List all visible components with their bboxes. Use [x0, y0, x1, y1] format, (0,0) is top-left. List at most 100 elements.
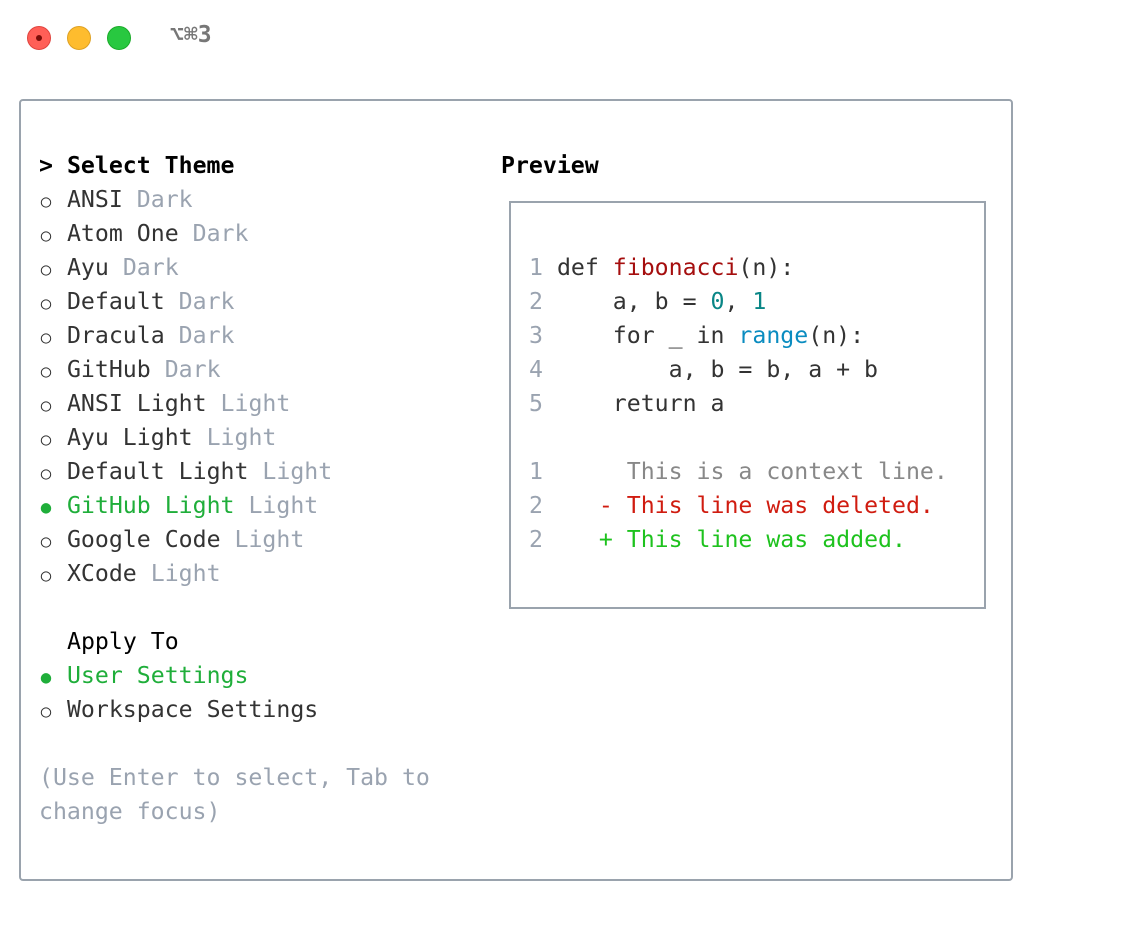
theme-option[interactable]: ○ Atom One Dark — [39, 217, 249, 251]
line-number: 3 — [529, 322, 543, 349]
diff-line: 2 - This line was deleted. — [529, 489, 934, 523]
theme-option[interactable]: ○ Ayu Dark — [39, 251, 179, 285]
line-number: 2 — [529, 288, 543, 315]
code-line: 1 def fibonacci(n): — [529, 251, 794, 285]
diff-text: This line was added. — [626, 526, 906, 553]
theme-option[interactable]: ○ Ayu Light Light — [39, 421, 277, 455]
minimize-button[interactable] — [67, 26, 91, 50]
radio-unselected-icon: ○ — [40, 532, 52, 552]
radio-unselected-icon: ○ — [40, 464, 52, 484]
apply-to-label: Workspace Settings — [66, 696, 319, 723]
code-line: 5 return a — [529, 387, 724, 421]
hint-line-1: (Use Enter to select, Tab to — [39, 764, 430, 791]
theme-heading-label: Select Theme — [66, 152, 235, 179]
code-token: return a — [612, 390, 725, 417]
preview-heading: Preview — [501, 152, 599, 179]
radio-unselected-icon: ○ — [40, 260, 52, 280]
code-token: a, b = b, a + b — [668, 356, 879, 383]
theme-variant: Light — [150, 560, 221, 587]
code-token: 1 — [752, 288, 767, 315]
close-button[interactable] — [27, 26, 51, 50]
theme-variant: Dark — [192, 220, 249, 247]
theme-variant: Dark — [178, 288, 235, 315]
theme-name: Atom One — [66, 220, 179, 247]
theme-option[interactable]: ○ ANSI Dark — [39, 183, 193, 217]
code-line: 2 a, b = 0, 1 — [529, 285, 766, 319]
radio-unselected-icon: ○ — [40, 430, 52, 450]
theme-name: GitHub Light — [66, 492, 235, 519]
hint-line-2: change focus) — [39, 798, 221, 825]
theme-option[interactable]: ○ ANSI Light Light — [39, 387, 291, 421]
code-line: 3 for _ in range(n): — [529, 319, 864, 353]
theme-option[interactable]: ○ XCode Light — [39, 557, 221, 591]
apply-to-label: User Settings — [66, 662, 249, 689]
radio-selected-icon: ● — [40, 668, 52, 688]
theme-name: ANSI — [66, 186, 123, 213]
apply-to-option[interactable]: ○ Workspace Settings — [39, 693, 319, 727]
code-token: (n): — [738, 254, 795, 281]
theme-name: Ayu — [66, 254, 109, 281]
line-number: 4 — [529, 356, 543, 383]
code-token: 0 — [710, 288, 725, 315]
code-token: for _ in — [612, 322, 739, 349]
line-number: 1 — [529, 458, 543, 485]
radio-unselected-icon: ○ — [40, 192, 52, 212]
theme-option[interactable]: ○ Dracula Dark — [39, 319, 235, 353]
theme-option[interactable]: ● GitHub Light Light — [39, 489, 319, 523]
theme-variant: Light — [262, 458, 333, 485]
apply-to-heading: Apply To — [67, 628, 179, 655]
line-number: 2 — [529, 492, 543, 519]
code-token: range — [738, 322, 809, 349]
radio-unselected-icon: ○ — [40, 328, 52, 348]
theme-variant: Dark — [164, 356, 221, 383]
theme-name: ANSI Light — [66, 390, 207, 417]
apply-to-option[interactable]: ● User Settings — [39, 659, 249, 693]
radio-unselected-icon: ○ — [40, 362, 52, 382]
window-title: ⌥⌘3 — [170, 22, 212, 48]
theme-variant: Light — [248, 492, 319, 519]
line-number: 1 — [529, 254, 543, 281]
diff-marker: + — [598, 526, 613, 553]
theme-name: Google Code — [66, 526, 221, 553]
theme-name: GitHub — [66, 356, 151, 383]
radio-unselected-icon: ○ — [40, 226, 52, 246]
radio-unselected-icon: ○ — [40, 294, 52, 314]
theme-variant: Dark — [136, 186, 193, 213]
radio-unselected-icon: ○ — [40, 566, 52, 586]
close-dot-icon — [36, 35, 42, 41]
theme-option[interactable]: ○ Default Dark — [39, 285, 235, 319]
diff-marker: - — [598, 492, 613, 519]
radio-unselected-icon: ○ — [40, 702, 52, 722]
code-token: (n): — [808, 322, 865, 349]
radio-unselected-icon: ○ — [40, 396, 52, 416]
theme-variant: Light — [220, 390, 291, 417]
theme-option[interactable]: ○ GitHub Dark — [39, 353, 221, 387]
theme-name: Dracula — [66, 322, 165, 349]
theme-name: Ayu Light — [66, 424, 193, 451]
theme-variant: Light — [206, 424, 277, 451]
code-token: a, b = — [612, 288, 711, 315]
dialog-frame — [19, 99, 1013, 881]
code-token: , — [724, 288, 753, 315]
theme-option[interactable]: ○ Google Code Light — [39, 523, 305, 557]
theme-option[interactable]: ○ Default Light Light — [39, 455, 332, 489]
zoom-button[interactable] — [107, 26, 131, 50]
theme-variant: Light — [234, 526, 305, 553]
diff-line: 2 + This line was added. — [529, 523, 906, 557]
theme-heading: > Select Theme — [39, 149, 234, 183]
code-token: fibonacci — [612, 254, 739, 281]
diff-marker — [599, 458, 613, 485]
code-token: def — [556, 254, 613, 281]
radio-selected-icon: ● — [40, 498, 52, 518]
diff-text: This line was deleted. — [626, 492, 934, 519]
theme-name: XCode — [66, 560, 137, 587]
theme-variant: Dark — [178, 322, 235, 349]
diff-line: 1 This is a context line. — [529, 455, 948, 489]
preview-box — [509, 201, 986, 609]
theme-name: Default — [66, 288, 165, 315]
line-number: 5 — [529, 390, 543, 417]
line-number: 2 — [529, 526, 543, 553]
diff-text: This is a context line. — [626, 458, 948, 485]
focus-caret-icon: > — [39, 152, 53, 179]
theme-name: Default Light — [66, 458, 249, 485]
